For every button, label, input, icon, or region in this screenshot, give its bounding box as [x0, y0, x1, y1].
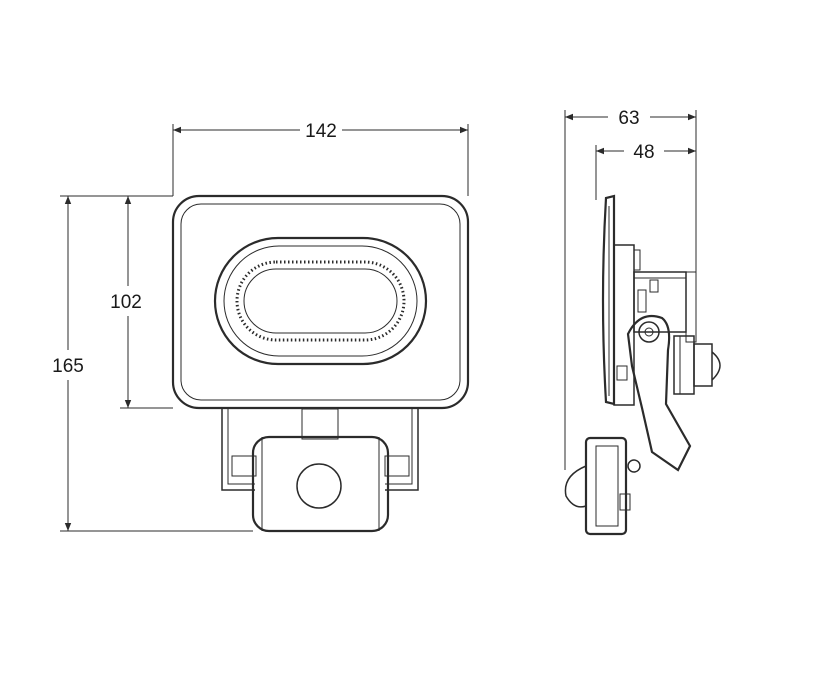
dimension-total-depth-label: 63 — [618, 108, 639, 129]
side-front-plate — [601, 194, 616, 406]
side-cable-gland — [673, 335, 721, 395]
side-mounting-arm — [626, 314, 692, 472]
side-extension-lines — [564, 110, 697, 470]
front-sensor — [251, 435, 390, 533]
dimension-total-height-label: 165 — [52, 356, 84, 377]
dimension-width-label: 142 — [305, 121, 337, 142]
side-motion-sensor — [564, 436, 641, 536]
front-housing — [171, 194, 470, 410]
dimension-total-height: 165 — [52, 196, 84, 531]
dimension-body-height-label: 102 — [110, 292, 142, 313]
side-view: 63 48 — [564, 108, 721, 536]
front-view: 142 102 165 — [52, 121, 470, 533]
side-housing — [613, 244, 697, 406]
front-bracket — [221, 408, 419, 491]
dimension-width: 142 — [173, 121, 468, 142]
front-lens — [213, 236, 428, 366]
dimension-body-height: 102 — [110, 196, 142, 408]
dimension-body-depth: 48 — [596, 142, 696, 163]
dimension-total-depth: 63 — [565, 108, 696, 129]
dimension-body-depth-label: 48 — [633, 142, 654, 163]
front-extension-lines — [60, 124, 469, 532]
